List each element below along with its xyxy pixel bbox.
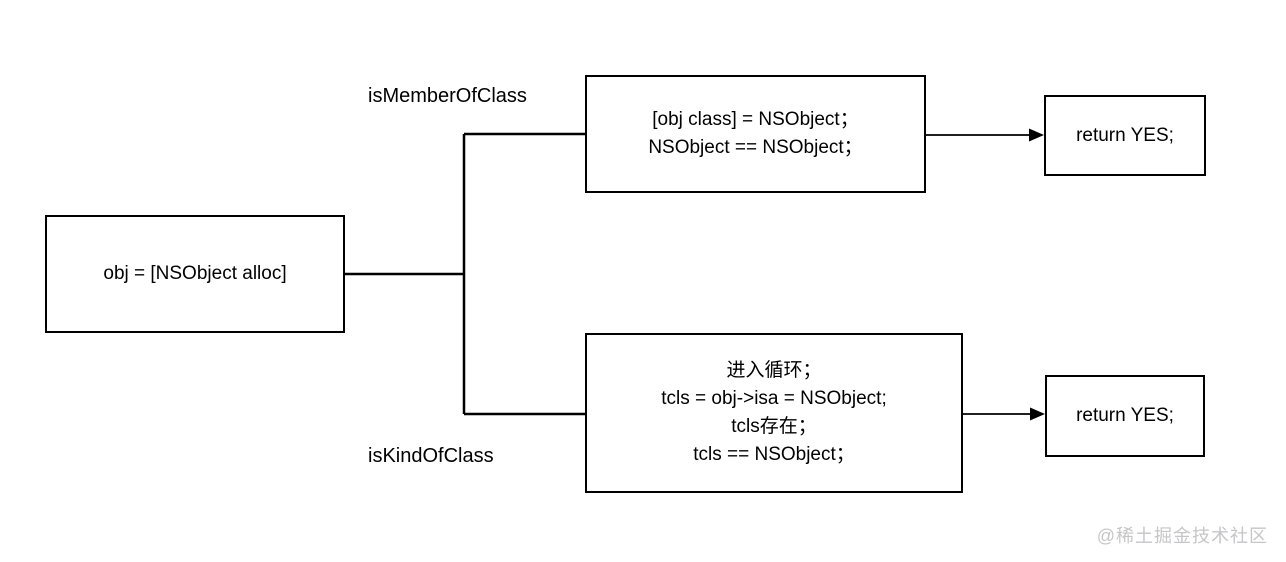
start-box: obj = [NSObject alloc]: [45, 215, 345, 333]
branch-label-iskindofclass: isKindOfClass: [368, 445, 494, 467]
start-box-text: obj = [NSObject alloc]: [103, 263, 287, 284]
process-line: NSObject == NSObject；: [648, 137, 863, 158]
result-box-text: return YES;: [1076, 124, 1174, 146]
arrow-bottom: [963, 407, 1045, 421]
process-line: tcls = obj->isa = NSObject;: [661, 388, 887, 409]
result-box-text: return YES;: [1076, 405, 1174, 426]
arrowhead-icon: [1029, 128, 1044, 142]
process-line: 进入循环；: [726, 360, 822, 381]
result-box-top: return YES;: [1044, 95, 1206, 176]
process-line: tcls == NSObject；: [693, 444, 855, 465]
process-line: tcls存在；: [731, 416, 817, 437]
result-box-bottom: return YES;: [1045, 375, 1205, 457]
process-box-iskindofclass: 进入循环； tcls = obj->isa = NSObject; tcls存在…: [585, 333, 963, 493]
process-line: [obj class] = NSObject；: [652, 109, 859, 130]
arrowhead-icon: [1030, 407, 1045, 421]
branch-connector: [345, 132, 585, 416]
arrow-top: [926, 128, 1044, 142]
branch-label-ismemberofclass: isMemberOfClass: [368, 85, 527, 107]
watermark: @稀土掘金技术社区: [1096, 526, 1268, 546]
process-box-ismemberofclass: [obj class] = NSObject； NSObject == NSOb…: [585, 75, 926, 193]
